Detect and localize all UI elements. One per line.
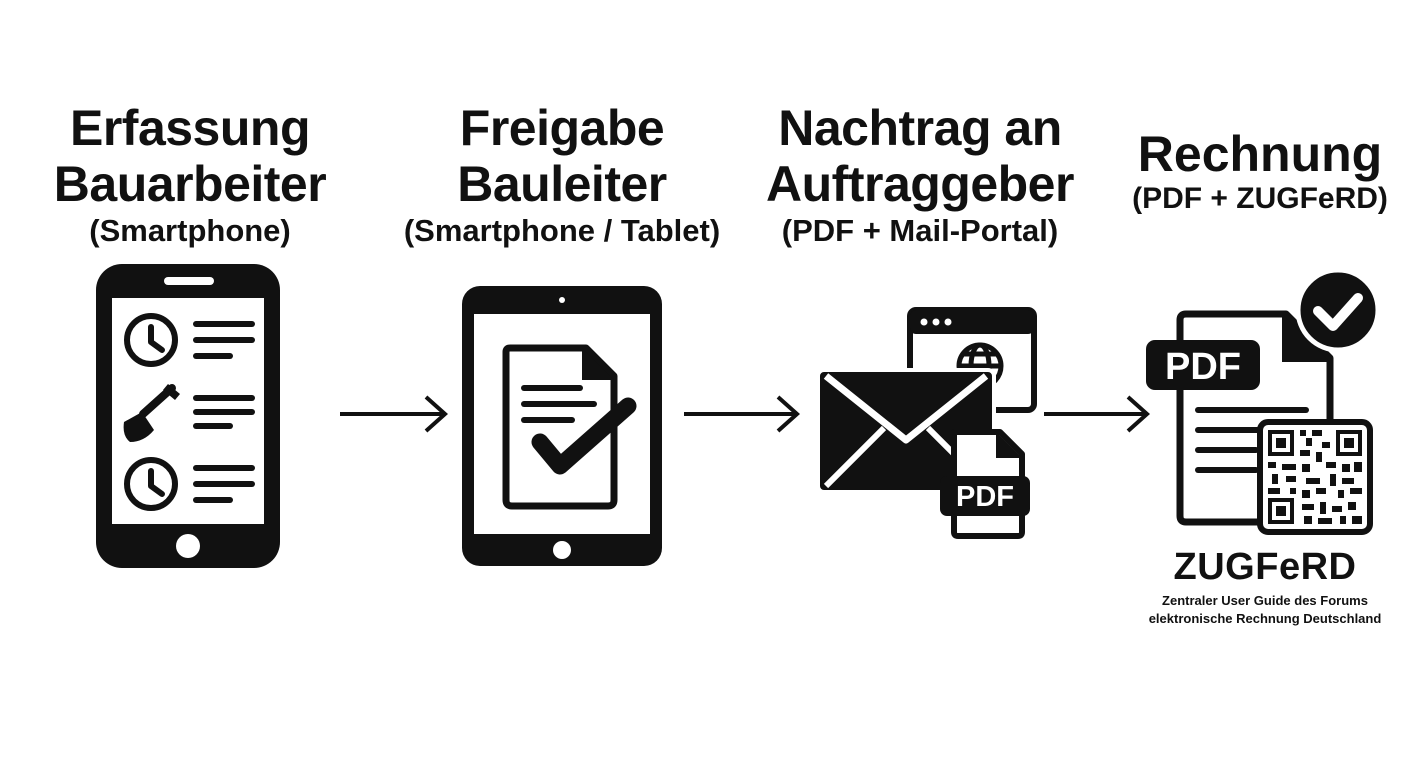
pdf-large-label: PDF bbox=[1165, 346, 1241, 388]
checkmark-icon bbox=[531, 397, 637, 475]
step-3-title: Nachtrag an Auftraggeber (PDF + Mail-Por… bbox=[745, 100, 1095, 249]
step-2-title-line2: Bauleiter bbox=[457, 156, 667, 212]
document-icon bbox=[502, 344, 618, 510]
zugferd-name: ZUGFeRD bbox=[1173, 546, 1357, 588]
invoice-pdf-qr-check-icon: PDF bbox=[1146, 267, 1381, 535]
arrow-right-icon bbox=[684, 395, 800, 433]
step-3-title-line2: Auftraggeber bbox=[766, 156, 1074, 212]
zugferd-desc-line2: elektronische Rechnung Deutschland bbox=[1148, 610, 1382, 626]
step-1-subtitle: (Smartphone) bbox=[89, 213, 291, 248]
step-4-title: Rechnung (PDF + ZUGFeRD) bbox=[1110, 126, 1408, 216]
check-badge-icon bbox=[1295, 267, 1381, 353]
step-1-title-line2: Bauarbeiter bbox=[53, 156, 327, 212]
arrow-right-icon bbox=[1044, 395, 1150, 433]
pdf-small-label: PDF bbox=[956, 481, 1014, 513]
qr-code-icon bbox=[1257, 419, 1373, 535]
zugferd-caption: ZUGFeRD Zentraler User Guide des Forums … bbox=[1130, 548, 1400, 627]
zugferd-desc-line1: Zentraler User Guide des Forums bbox=[1162, 593, 1368, 608]
shovel-icon bbox=[123, 384, 180, 442]
step-2-title-line1: Freigabe bbox=[459, 100, 665, 156]
step-4-title-line1: Rechnung bbox=[1137, 126, 1383, 182]
arrow-right-icon bbox=[340, 395, 448, 433]
step-3-subtitle: (PDF + Mail-Portal) bbox=[781, 213, 1059, 248]
step-3-title-line1: Nachtrag an bbox=[778, 100, 1062, 156]
clock-icon bbox=[124, 313, 178, 367]
smartphone-checklist-icon bbox=[96, 264, 280, 568]
tablet-document-check-icon bbox=[462, 286, 662, 566]
envelope-browser-pdf-icon: PDF bbox=[816, 307, 1037, 539]
step-2-subtitle: (Smartphone / Tablet) bbox=[403, 213, 721, 248]
pdf-file-icon: PDF bbox=[940, 429, 1030, 539]
step-1-title-line1: Erfassung bbox=[69, 100, 311, 156]
step-1-title: Erfassung Bauarbeiter (Smartphone) bbox=[40, 100, 340, 249]
clock-icon bbox=[124, 457, 178, 511]
step-4-subtitle: (PDF + ZUGFeRD) bbox=[1132, 182, 1388, 215]
envelope-icon bbox=[816, 368, 996, 494]
step-2-title: Freigabe Bauleiter (Smartphone / Tablet) bbox=[382, 100, 742, 249]
